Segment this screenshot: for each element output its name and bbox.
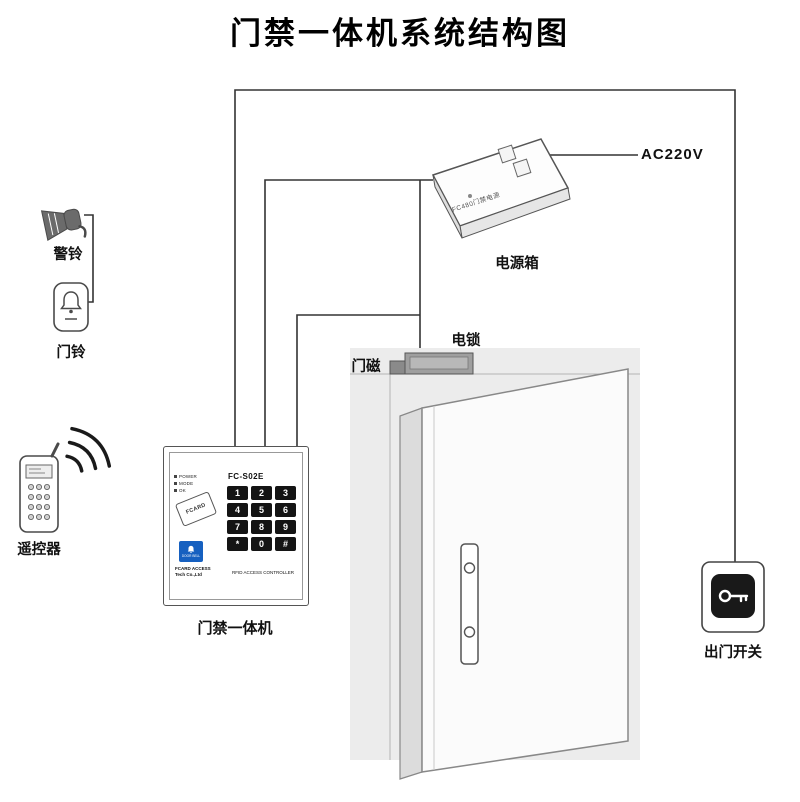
remote-antenna bbox=[50, 442, 60, 458]
door-magnet-label: 门磁 bbox=[351, 359, 381, 375]
doorbell-button: DOOR BELL bbox=[179, 541, 203, 562]
led-row-power: POWER bbox=[174, 473, 197, 480]
bell-icon bbox=[187, 545, 195, 553]
access-controller-device: POWER MODE OK FC-S02E FCARD DOOR B bbox=[163, 446, 309, 606]
door-edge-face bbox=[399, 407, 423, 780]
alarm-bell-label: 警铃 bbox=[53, 247, 83, 263]
key-hash: # bbox=[275, 537, 296, 551]
key-1: 1 bbox=[227, 486, 248, 500]
remote-screen bbox=[25, 464, 53, 479]
door-handle-screw-top bbox=[463, 562, 476, 574]
power-supply-box bbox=[431, 138, 571, 239]
doorbell-icon bbox=[53, 282, 89, 332]
power-box-led bbox=[468, 194, 472, 198]
remote-label: 遥控器 bbox=[17, 542, 61, 558]
door-assembly bbox=[350, 348, 640, 780]
wire-controller-to-door bbox=[296, 314, 420, 448]
bell-icon bbox=[60, 291, 82, 310]
keypad: 1 2 3 4 5 6 7 8 9 * 0 # bbox=[227, 486, 296, 551]
key-7: 7 bbox=[227, 520, 248, 534]
wire-alarm-to-doorbell bbox=[84, 214, 94, 303]
led-row-ok: OK bbox=[174, 487, 197, 494]
mode-led-icon bbox=[174, 482, 177, 485]
exit-switch bbox=[701, 561, 765, 633]
alarm-horn-icon bbox=[40, 208, 87, 242]
brand-text: FCARD ACCESS Tech Co.,Ltd bbox=[175, 566, 211, 578]
rfid-card-icon: FCARD bbox=[174, 491, 218, 527]
key-4: 4 bbox=[227, 503, 248, 517]
key-2: 2 bbox=[251, 486, 272, 500]
exit-switch-label: 出门开关 bbox=[704, 645, 762, 661]
device-model: FC-S02E bbox=[228, 472, 264, 481]
status-leds: POWER MODE OK bbox=[174, 473, 197, 494]
power-led-label: POWER bbox=[179, 474, 198, 479]
wire-controller-to-power bbox=[264, 179, 433, 448]
doorbell-label: 门铃 bbox=[56, 345, 86, 361]
door-magnet-sensor bbox=[389, 360, 406, 375]
access-controller-panel: POWER MODE OK FC-S02E FCARD DOOR B bbox=[169, 452, 303, 600]
key-3: 3 bbox=[275, 486, 296, 500]
wireless-signal-icon bbox=[65, 426, 112, 473]
electric-lock-plate bbox=[409, 356, 469, 370]
doorbell-button-label: DOOR BELL bbox=[181, 553, 201, 558]
power-box-vent-1 bbox=[497, 144, 517, 164]
key-6: 6 bbox=[275, 503, 296, 517]
page-title: 门禁一体机系统结构图 bbox=[230, 16, 570, 51]
key-0: 0 bbox=[251, 537, 272, 551]
doorbell-plate bbox=[53, 282, 89, 332]
led-row-mode: MODE bbox=[174, 480, 197, 487]
brand-line-1: FCARD ACCESS bbox=[175, 566, 211, 571]
door-handle-screw-bottom bbox=[463, 626, 476, 638]
electric-lock-label: 电锁 bbox=[451, 333, 481, 349]
rfid-card-label: FCARD bbox=[185, 502, 207, 516]
bell-clapper bbox=[69, 309, 73, 314]
door-handle-bar bbox=[460, 543, 479, 665]
remote-control-icon bbox=[19, 442, 60, 533]
brand-line-2: Tech Co.,Ltd bbox=[175, 572, 202, 577]
power-box-label: 电源箱 bbox=[495, 256, 539, 272]
wire-controller-to-exit-switch bbox=[234, 89, 736, 562]
door-slab bbox=[421, 368, 629, 773]
wiring bbox=[84, 89, 736, 562]
power-box-side-face bbox=[432, 174, 463, 239]
key-5: 5 bbox=[251, 503, 272, 517]
ok-led-label: OK bbox=[179, 488, 186, 493]
device-footer-text: RFID ACCESS CONTROLLER bbox=[231, 570, 294, 575]
key-8: 8 bbox=[251, 520, 272, 534]
key-icon bbox=[718, 589, 749, 603]
mode-led-label: MODE bbox=[179, 481, 194, 486]
power-led-icon bbox=[174, 475, 177, 478]
key-star: * bbox=[227, 537, 248, 551]
controller-label: 门禁一体机 bbox=[197, 620, 273, 637]
ac-voltage-label: AC220V bbox=[641, 146, 704, 163]
key-9: 9 bbox=[275, 520, 296, 534]
ok-led-icon bbox=[174, 489, 177, 492]
remote-buttons bbox=[27, 483, 51, 521]
power-box-vent-2 bbox=[512, 158, 532, 178]
